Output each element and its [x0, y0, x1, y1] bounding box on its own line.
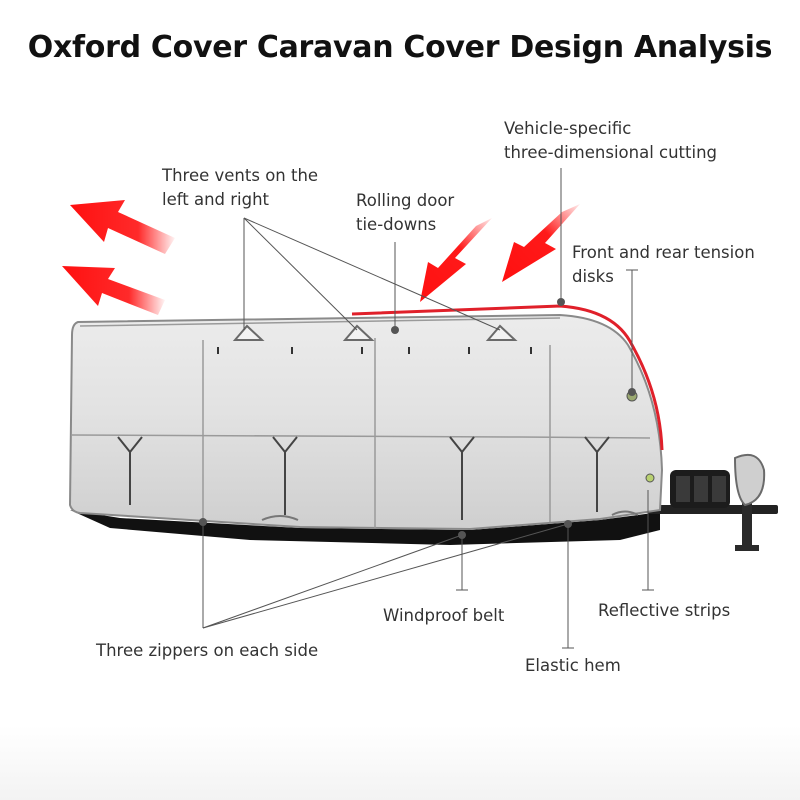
wind-arrow-roof-right — [502, 204, 580, 282]
wind-arrow-upper-left — [70, 200, 175, 254]
vertical-seams — [202, 338, 551, 528]
page-title: Oxford Cover Caravan Cover Design Analys… — [27, 30, 773, 65]
horizontal-seam — [71, 434, 651, 439]
label-windproof-belt: Windproof belt — [383, 606, 505, 625]
label-cutting: Vehicle-specific three-dimensional cutti… — [504, 119, 717, 162]
label-elastic-hem: Elastic hem — [525, 656, 621, 675]
leader-dots — [199, 298, 636, 539]
wind-arrow-roof-middle — [420, 218, 492, 302]
vent-3 — [485, 324, 518, 341]
bottom-fade — [0, 725, 800, 800]
label-reflective-strips: Reflective strips — [598, 601, 730, 620]
wind-arrow-lower-left — [62, 266, 165, 315]
roof-edge — [79, 317, 561, 327]
label-vents: Three vents on the left and right — [161, 166, 323, 209]
label-tension-disks: Front and rear tension disks — [572, 243, 760, 286]
elastic-hem-skirt — [70, 510, 660, 545]
vent-1 — [232, 324, 265, 341]
tow-hitch — [648, 454, 778, 551]
zipper-straps — [117, 436, 610, 520]
front-marker-light — [645, 473, 655, 483]
vent-2 — [342, 324, 375, 341]
caravan-cover-body — [68, 313, 664, 531]
roof-markers — [217, 347, 532, 354]
label-zippers: Three zippers on each side — [95, 641, 318, 660]
label-rolling-door: Rolling door tie-downs — [356, 191, 459, 234]
leader-lines — [202, 168, 654, 649]
wheel-hints — [261, 510, 639, 521]
